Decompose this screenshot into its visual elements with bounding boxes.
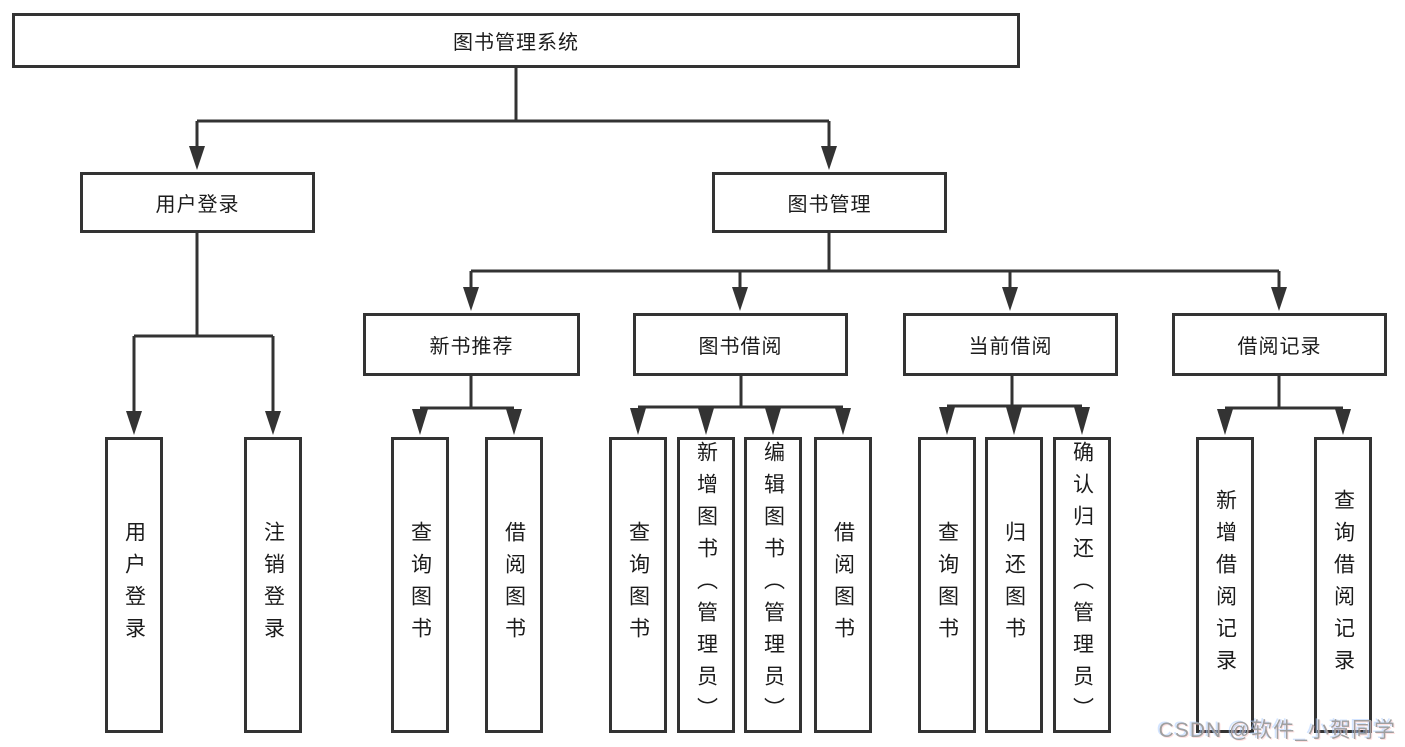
node-book-borrow: 图书借阅 [633, 313, 848, 376]
node-label: 借阅图书 [502, 521, 526, 649]
leaf-borrow-add-book-admin: 新增图书（管理员） [677, 437, 735, 733]
node-label: 用户登录 [155, 194, 240, 216]
connector-root-to-level2 [195, 68, 831, 150]
arrowhead-icon [1217, 409, 1233, 435]
node-label: 当前借阅 [968, 336, 1053, 358]
csdn-watermark: CSDN @软件_小贺同学 [1158, 719, 1396, 742]
arrowhead-icon [265, 411, 281, 435]
node-label: 确认归还（管理员） [1070, 441, 1094, 729]
node-label: 新增图书（管理员） [694, 441, 718, 729]
leaf-current-return-book: 归还图书 [985, 437, 1043, 733]
arrowhead-icon [506, 409, 522, 435]
node-label: 查询借阅记录 [1331, 489, 1355, 681]
leaf-borrow-edit-book-admin: 编辑图书（管理员） [744, 437, 802, 733]
leaf-recommend-borrow-book: 借阅图书 [485, 437, 543, 733]
arrowhead-icon [412, 409, 428, 435]
leaf-user-login: 用户登录 [105, 437, 163, 733]
arrowhead-icon [821, 146, 837, 170]
leaf-current-query-book: 查询图书 [918, 437, 976, 733]
node-label: 注销登录 [261, 521, 285, 649]
arrowhead-icon [1074, 407, 1090, 435]
node-root-library-system: 图书管理系统 [12, 13, 1020, 68]
arrowhead-icon [630, 408, 646, 435]
leaf-borrow-borrow-book: 借阅图书 [814, 437, 872, 733]
node-label: 新书推荐 [429, 336, 514, 358]
arrowhead-icon [698, 408, 714, 435]
node-label: 编辑图书（管理员） [761, 441, 785, 729]
leaf-records-query-borrow-record: 查询借阅记录 [1314, 437, 1372, 733]
arrowhead-icon [835, 408, 851, 435]
arrowhead-icon [126, 411, 142, 435]
arrowhead-icon [189, 146, 205, 170]
arrowhead-icon [1006, 407, 1022, 435]
node-new-book-recommend: 新书推荐 [363, 313, 580, 376]
leaf-current-confirm-return-admin: 确认归还（管理员） [1053, 437, 1111, 733]
node-label: 用户登录 [122, 521, 146, 649]
node-book-management: 图书管理 [712, 172, 947, 233]
leaf-borrow-query-book: 查询图书 [609, 437, 667, 733]
connector-new-book-to-leaves [420, 376, 514, 410]
node-label: 查询图书 [935, 521, 959, 649]
node-label: 借阅图书 [831, 521, 855, 649]
node-label: 图书管理系统 [453, 32, 579, 54]
connector-user-login-to-leaves [132, 233, 275, 412]
node-label: 图书管理 [787, 194, 872, 216]
leaf-records-add-borrow-record: 新增借阅记录 [1196, 437, 1254, 733]
arrowhead-icon [765, 408, 781, 435]
node-label: 借阅记录 [1237, 336, 1322, 358]
node-label: 查询图书 [408, 521, 432, 649]
leaf-logout: 注销登录 [244, 437, 302, 733]
arrowhead-icon [463, 287, 479, 311]
node-label: 新增借阅记录 [1213, 489, 1237, 681]
node-borrow-records: 借阅记录 [1172, 313, 1387, 376]
arrowhead-icon [939, 407, 955, 435]
arrowhead-icon [1271, 287, 1287, 311]
node-label: 归还图书 [1002, 521, 1026, 649]
node-current-borrow: 当前借阅 [903, 313, 1118, 376]
node-label: 图书借阅 [698, 336, 783, 358]
node-label: 查询图书 [626, 521, 650, 649]
connector-current-borrow-to-leaves [947, 376, 1082, 408]
connector-borrow-records-to-leaves [1225, 376, 1343, 410]
arrowhead-icon [1002, 287, 1018, 311]
arrowhead-icon [1335, 409, 1351, 435]
connector-book-borrow-to-leaves [638, 376, 843, 409]
arrowhead-icon [732, 287, 748, 311]
connector-book-mgmt-to-level3 [469, 233, 1281, 291]
leaf-recommend-query-book: 查询图书 [391, 437, 449, 733]
node-user-login: 用户登录 [80, 172, 315, 233]
